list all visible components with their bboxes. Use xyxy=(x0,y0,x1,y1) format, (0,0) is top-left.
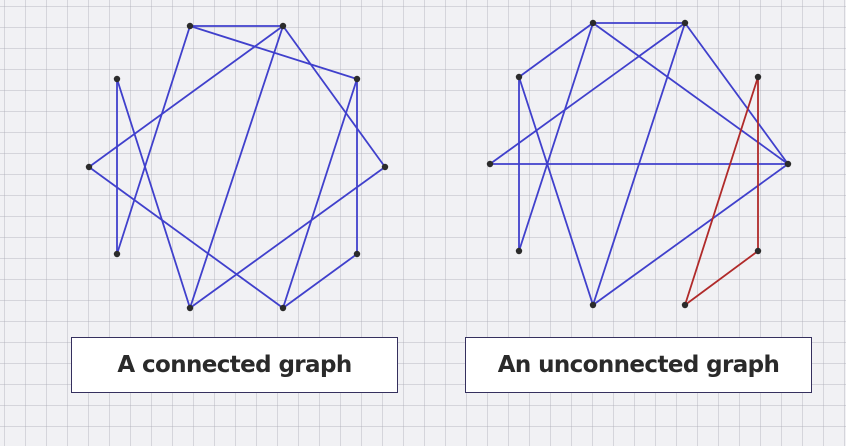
graph-node-top-left xyxy=(589,19,597,27)
graph-node-left xyxy=(486,160,494,168)
graph-node-lower-right xyxy=(353,250,361,258)
unconnected-graph-caption: An unconnected graph xyxy=(465,337,812,393)
connected-graph xyxy=(85,22,389,312)
graph-edge xyxy=(116,25,191,255)
graph-node-upper-left xyxy=(515,73,523,81)
graph-node-right xyxy=(381,163,389,171)
graph-node-top-left xyxy=(186,22,194,30)
graph-node-left xyxy=(85,163,93,171)
graph-edge xyxy=(189,25,284,309)
graph-node-upper-left xyxy=(113,75,121,83)
unconnected-graph xyxy=(486,19,792,309)
disconnected-component-edge xyxy=(684,250,759,306)
graph-edge xyxy=(282,78,358,309)
graph-node-top-right xyxy=(681,19,689,27)
connected-graph-caption: A connected graph xyxy=(71,337,398,393)
graph-edge xyxy=(282,25,386,168)
graph-node-lower-left xyxy=(113,250,121,258)
graph-node-upper-right xyxy=(754,73,762,81)
graph-edge xyxy=(592,163,789,306)
graph-edge xyxy=(189,166,386,309)
graph-edge xyxy=(518,76,594,306)
graph-edge xyxy=(518,22,594,252)
graph-node-lower-left xyxy=(515,247,523,255)
graph-node-bottom-right xyxy=(681,301,689,309)
graph-node-bottom-left xyxy=(589,301,597,309)
graph-node-bottom-right xyxy=(279,304,287,312)
graph-edge xyxy=(88,25,284,168)
graph-node-lower-right xyxy=(754,247,762,255)
graph-edge xyxy=(684,22,789,165)
graph-edge xyxy=(282,253,358,309)
graph-edge xyxy=(116,78,191,309)
graph-node-right xyxy=(784,160,792,168)
graph-node-top-right xyxy=(279,22,287,30)
graph-edge xyxy=(592,22,789,165)
graph-edge xyxy=(88,166,284,309)
graph-node-upper-right xyxy=(353,75,361,83)
disconnected-component-edge xyxy=(684,76,759,306)
graph-edge xyxy=(518,22,594,78)
graph-edge xyxy=(489,22,686,165)
graph-node-bottom-left xyxy=(186,304,194,312)
